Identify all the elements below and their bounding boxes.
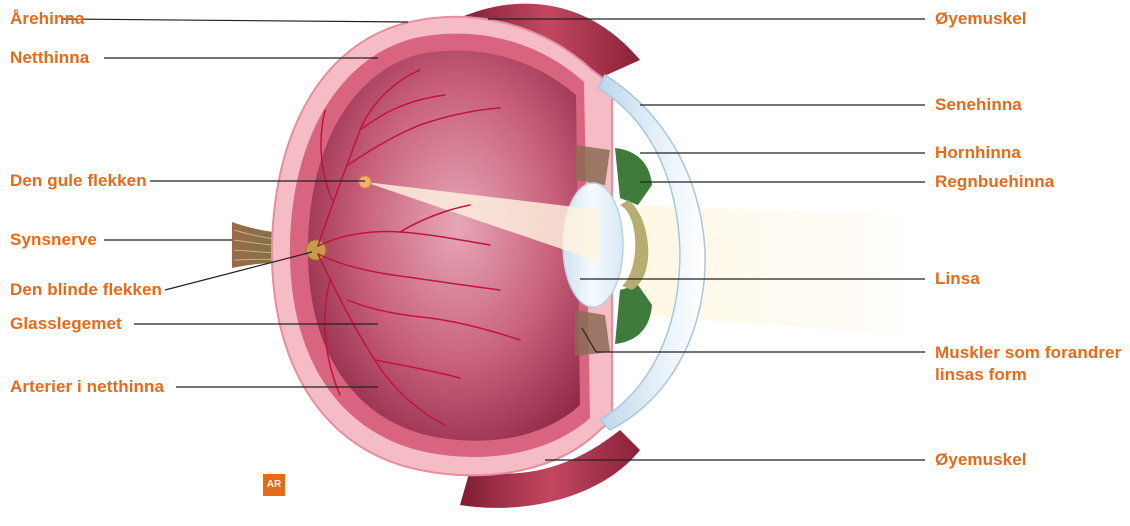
label-linsa: Linsa [935,269,980,289]
label-arterier-i-netthinna: Arterier i netthinna [10,377,164,397]
label-hornhinna: Hornhinna [935,143,1021,163]
ar-badge: AR [263,474,285,496]
macula-spot [359,176,371,188]
label-oyemuskel-top: Øyemuskel [935,9,1027,29]
label-arehinna: Årehinna [10,9,84,29]
label-den-gule-flekken: Den gule flekken [10,171,147,191]
label-muskler-line1: Muskler som forandrer [935,343,1121,363]
label-netthinna: Netthinna [10,48,89,68]
label-regnbuehinna: Regnbuehinna [935,172,1054,192]
ciliary-body-bottom [575,310,610,356]
label-oyemuskel-bottom: Øyemuskel [935,450,1027,470]
vitreous-body [308,51,580,441]
label-senehinna: Senehinna [935,95,1022,115]
label-synsnerve: Synsnerve [10,230,97,250]
iris-top [615,148,652,205]
label-glasslegemet: Glasslegemet [10,314,122,334]
label-den-blinde-flekken: Den blinde flekken [10,280,162,300]
label-muskler-line2: linsas form [935,365,1027,385]
ciliary-body-top [575,145,610,185]
